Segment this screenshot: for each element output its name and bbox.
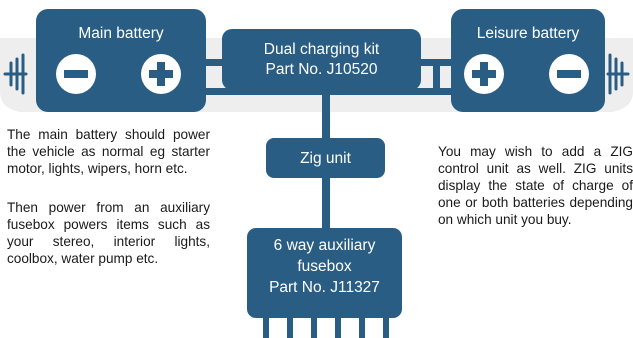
leisure-battery-positive-icon: [464, 54, 504, 94]
zig-unit-box: [266, 138, 385, 178]
fusebox-box: [247, 228, 402, 318]
left-paragraph-2: Then power from an auxiliary fusebox pow…: [7, 200, 210, 266]
main-battery-negative-icon: [56, 54, 96, 94]
zig-unit-label: Zig unit: [300, 150, 351, 167]
right-paragraph: You may wish to add a ZIG control unit a…: [438, 144, 633, 227]
charging-kit-box: [222, 29, 421, 90]
earth-symbol-left: [3, 53, 28, 95]
charging-kit-name: Dual charging kit: [263, 41, 380, 58]
connector-wires: [187, 59, 452, 236]
charging-kit-part-number: Part No. J10520: [265, 61, 378, 78]
main-battery-positive-icon: [141, 54, 181, 94]
main-battery-title: Main battery: [78, 25, 164, 42]
fusebox-label: 6 way auxiliary fusebox Part No. J11327: [247, 235, 402, 298]
leisure-battery-negative-icon: [549, 54, 589, 94]
leisure-battery-title: Leisure battery: [476, 25, 580, 42]
fusebox-name-line1: 6 way auxiliary: [273, 237, 376, 254]
fusebox-name-line2: fusebox: [297, 258, 352, 275]
left-paragraph-1: The main battery should power the vehicl…: [7, 127, 210, 176]
charging-kit-label: Dual charging kit Part No. J10520: [222, 40, 421, 80]
fusebox-part-number: Part No. J11327: [269, 279, 380, 296]
fusebox-output-wires: [263, 314, 389, 338]
earth-symbol-right: [606, 53, 630, 95]
